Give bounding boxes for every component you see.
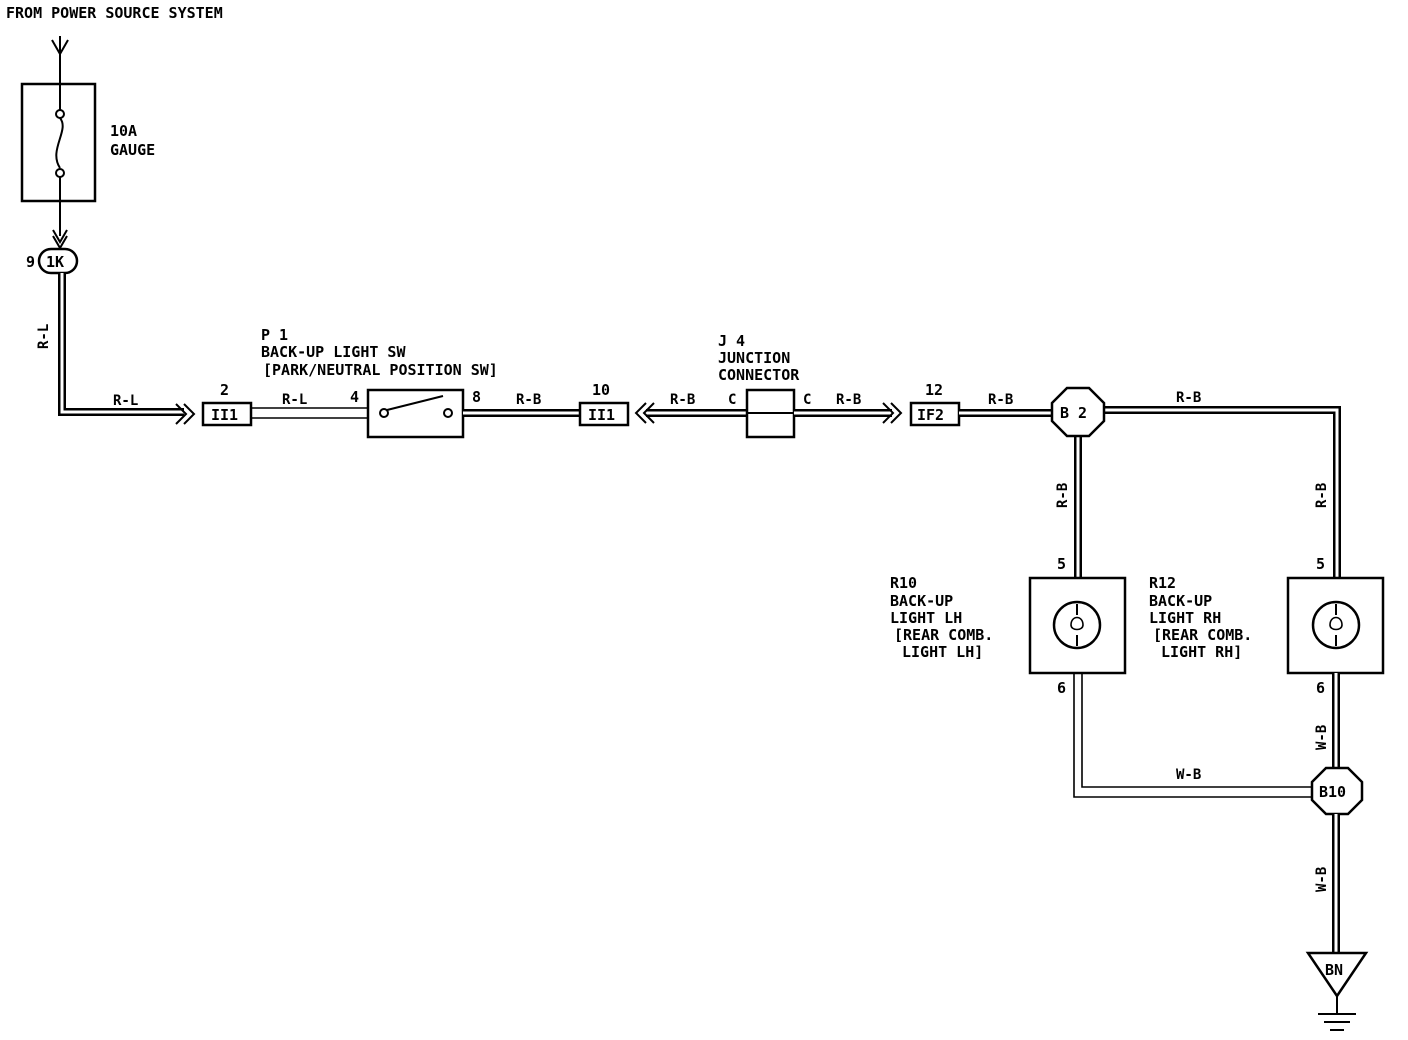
j4-name2: CONNECTOR <box>718 366 800 384</box>
connector-1k-label: 1K <box>46 253 64 271</box>
j4-pin-left: C <box>728 392 736 408</box>
r12-line1: BACK-UP <box>1149 592 1212 610</box>
r10-pin-bottom: 6 <box>1057 679 1066 697</box>
r12-line4: LIGHT RH] <box>1161 643 1242 661</box>
r10-line2: LIGHT LH <box>890 609 962 627</box>
junction-b10-label: B10 <box>1319 783 1346 801</box>
j4-pin-right: C <box>803 392 811 408</box>
wire-r-b-2 <box>634 402 747 424</box>
junction-b2-label: B 2 <box>1060 404 1087 422</box>
fuse-10a-gauge <box>20 82 97 203</box>
wire-label-rb-b2-down: R-B <box>1055 483 1071 508</box>
connector-if2-label: IF2 <box>917 406 944 424</box>
connector-ii1-a <box>201 401 253 427</box>
ground-bn <box>1305 951 1369 1031</box>
junction-b2 <box>1050 386 1106 438</box>
wire-r-b-5 <box>1104 406 1341 578</box>
wire-label-rl-p1: R-L <box>282 392 307 408</box>
r10-pin-top: 5 <box>1057 555 1066 573</box>
fuse-rating: 10A <box>110 122 137 140</box>
wire-label-rb-4: R-B <box>988 392 1013 408</box>
wire-label-rb-1: R-B <box>516 392 541 408</box>
wire-w-b-1 <box>1073 673 1312 798</box>
r12-pin-top: 5 <box>1316 555 1325 573</box>
diagram-title: FROM POWER SOURCE SYSTEM <box>6 4 223 22</box>
connector-ii1-b <box>578 401 630 427</box>
j4-name1: JUNCTION <box>718 349 790 367</box>
backup-light-lh-r10 <box>1028 576 1127 675</box>
p1-pin-out: 8 <box>472 388 481 406</box>
wire-label-wb-2: W-B <box>1314 725 1330 750</box>
r10-line1: BACK-UP <box>890 592 953 610</box>
p1-name: BACK-UP LIGHT SW <box>261 343 406 361</box>
connector-ii1-b-label: II1 <box>588 406 615 424</box>
connector-ii1-b-pin: 10 <box>592 381 610 399</box>
wire-label-rb-3: R-B <box>836 392 861 408</box>
wire-label-rb-2: R-B <box>670 392 695 408</box>
r12-code: R12 <box>1149 574 1176 592</box>
p1-code: P 1 <box>261 326 288 344</box>
backup-light-switch-p1 <box>366 388 465 439</box>
connector-ii1-a-pin: 2 <box>220 381 229 399</box>
fuse-name: GAUGE <box>110 141 155 159</box>
r12-pin-bottom: 6 <box>1316 679 1325 697</box>
wire-label-wb-3: W-B <box>1314 867 1330 892</box>
backup-light-rh-r12 <box>1286 576 1385 675</box>
connector-1k-pin: 9 <box>26 253 35 271</box>
p1-desc: [PARK/NEUTRAL POSITION SW] <box>263 361 498 379</box>
wire-label-rl-vertical: R-L <box>36 324 52 349</box>
connector-if2-pin: 12 <box>925 381 943 399</box>
wire-label-wb-1: W-B <box>1176 767 1201 783</box>
power-source-arrow <box>51 36 69 84</box>
wire-label-rb-5: R-B <box>1176 390 1201 406</box>
r10-line3: [REAR COMB. <box>894 626 993 644</box>
r12-line3: [REAR COMB. <box>1153 626 1252 644</box>
ground-bn-label: BN <box>1325 961 1343 979</box>
p1-pin-in: 4 <box>350 388 359 406</box>
connector-arrow-ii1-in <box>175 403 196 425</box>
wire-label-rl-horizontal: R-L <box>113 393 138 409</box>
r12-line2: LIGHT RH <box>1149 609 1221 627</box>
junction-b10 <box>1310 766 1364 816</box>
r10-line4: LIGHT LH] <box>902 643 983 661</box>
r10-code: R10 <box>890 574 917 592</box>
wire-r-b-3 <box>794 402 903 424</box>
j4-code: J 4 <box>718 332 745 350</box>
wire-r-l-2 <box>251 407 368 419</box>
wire-label-rb-right-down: R-B <box>1314 483 1330 508</box>
wire-r-l-1 <box>58 273 184 416</box>
connector-ii1-a-label: II1 <box>211 406 238 424</box>
